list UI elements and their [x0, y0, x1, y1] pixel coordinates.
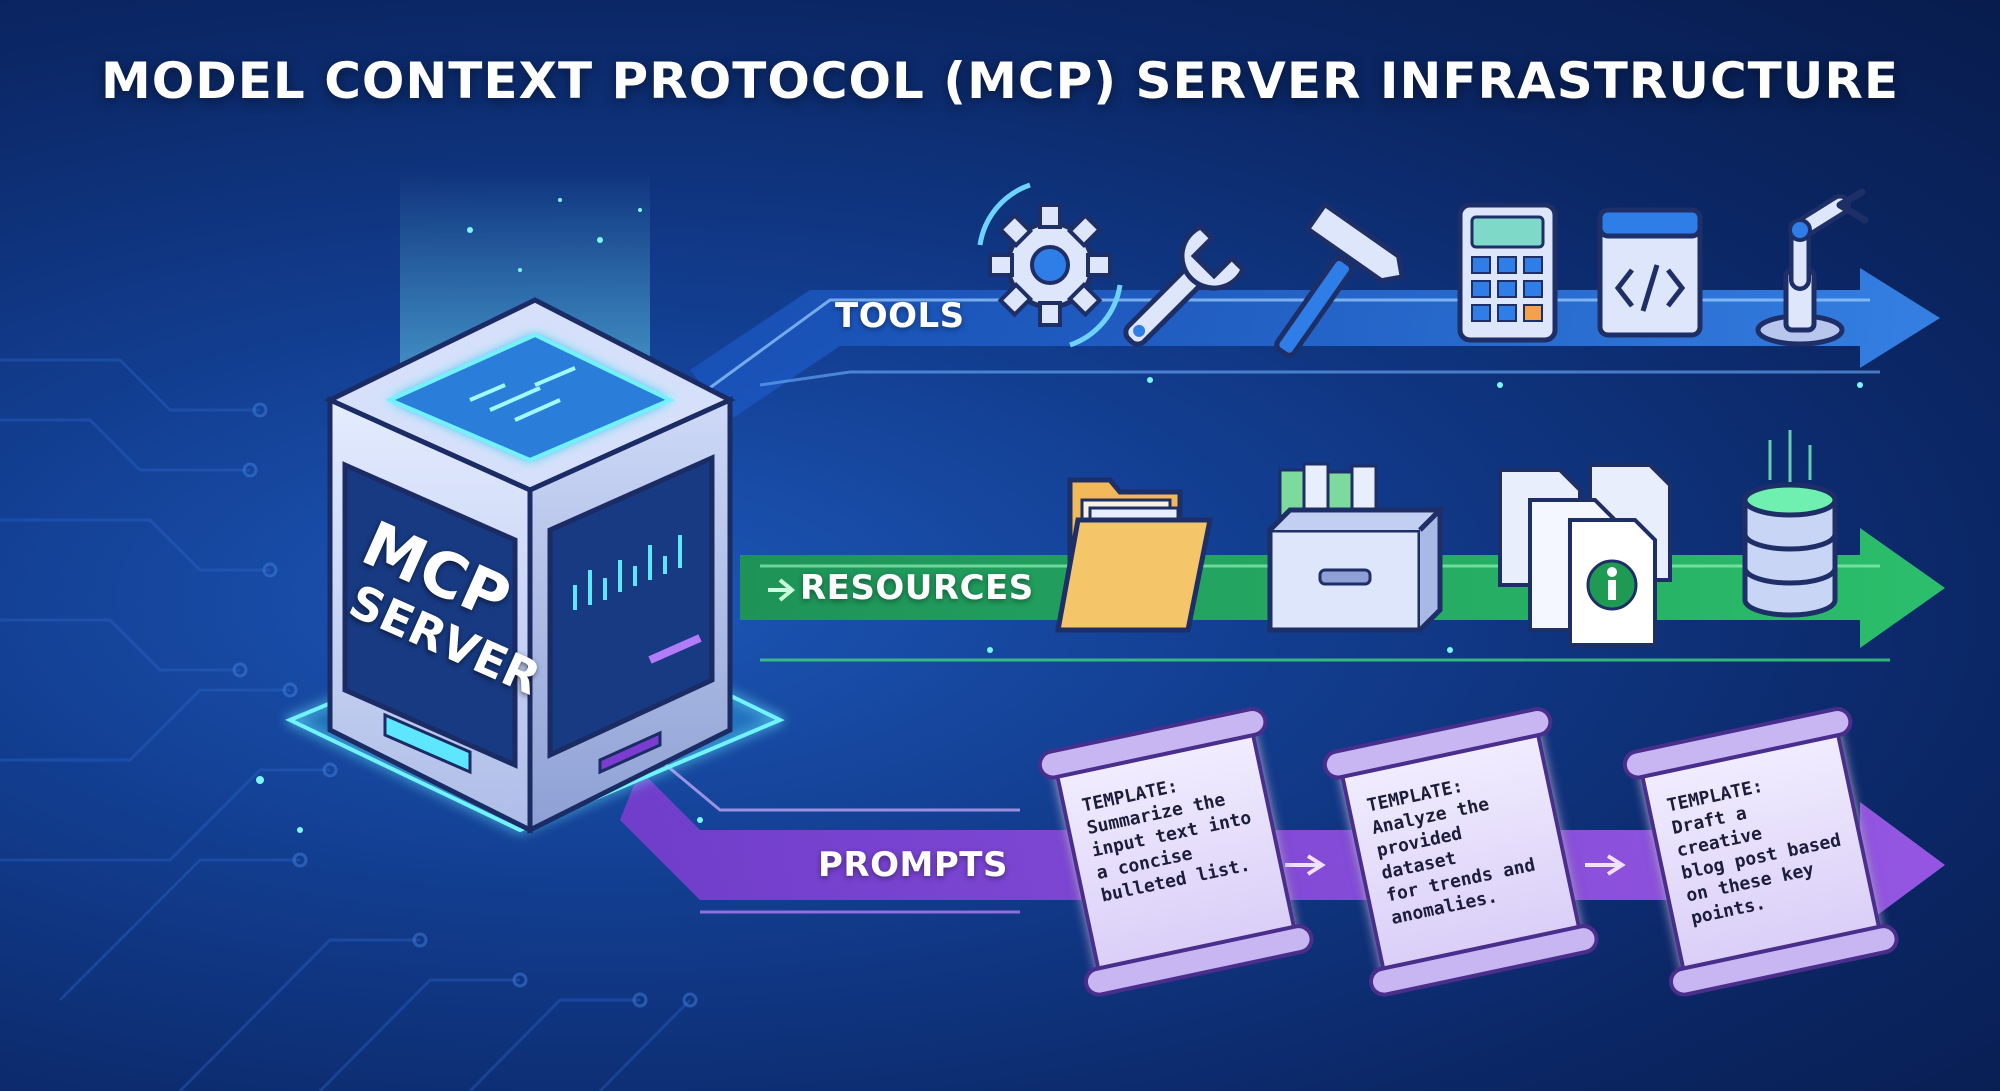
tools-label: TOOLS: [835, 296, 965, 336]
database-icon: [1742, 430, 1838, 618]
code-window-icon: [1597, 207, 1703, 338]
robot-arm-icon: [1755, 188, 1869, 347]
resources-label: RESOURCES: [800, 568, 1034, 608]
side-screen-bars: [573, 535, 682, 610]
prompts-label: PROMPTS: [818, 845, 1008, 885]
prompts-lane: [620, 758, 1945, 928]
file-drawer-icon: [1267, 462, 1447, 633]
circuit-nodes: [232, 402, 698, 1008]
folder-icon: [1055, 477, 1214, 633]
info-documents-icon: [1498, 463, 1672, 647]
prompt-scroll-2: [1322, 707, 1599, 997]
gear-icon: [977, 182, 1123, 348]
page-title: MODEL CONTEXT PROTOCOL (MCP) SERVER INFR…: [101, 52, 1899, 110]
prompts-arrow: [620, 770, 1945, 928]
wrench-icon: [1123, 223, 1247, 347]
hammer-icon: [1274, 200, 1406, 358]
calculator-icon: [1457, 202, 1558, 343]
prompt-scroll-1: [1037, 707, 1314, 997]
top-screen-lines: [469, 366, 576, 422]
prompt-scroll-3: [1622, 707, 1899, 997]
mcp-server: [285, 170, 785, 835]
circuit-traces: [0, 358, 692, 1091]
